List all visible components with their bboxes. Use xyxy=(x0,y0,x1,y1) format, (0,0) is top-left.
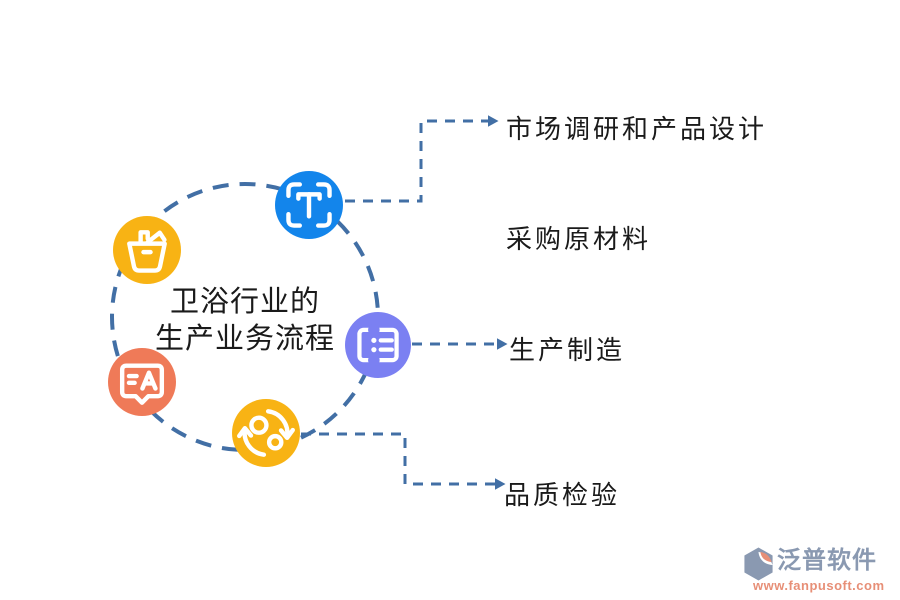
watermark: 泛普软件 www.fanpusoft.com xyxy=(742,546,900,593)
diagram-title-line2: 生产业务流程 xyxy=(154,323,335,355)
connector-market-research xyxy=(345,119,488,203)
watermark-url: www.fanpusoft.com xyxy=(753,578,885,593)
node-procurement xyxy=(113,216,181,284)
logo-hexagon xyxy=(744,547,773,581)
label-production-manufacturing: 生产制造 xyxy=(509,336,626,365)
scan-text-icon xyxy=(286,182,332,228)
logo-leaf xyxy=(760,551,772,563)
connector-group xyxy=(301,115,508,490)
ticket-dot xyxy=(371,347,377,353)
label-market-research: 市场调研和产品设计 xyxy=(506,115,768,144)
label-purchase-raw-materials: 采购原材料 xyxy=(506,225,652,254)
watermark-brand: 泛普软件 xyxy=(777,547,877,574)
arrowhead-market-research xyxy=(488,115,499,127)
chat-translate-icon xyxy=(119,363,165,405)
fanpu-logo-icon xyxy=(744,547,773,581)
diagram-title-line1: 卫浴行业的 xyxy=(169,286,320,318)
node-circle xyxy=(108,348,176,416)
node-production xyxy=(345,312,411,378)
arrowhead-production xyxy=(497,338,508,350)
node-circle xyxy=(232,399,300,467)
node-market-research xyxy=(275,171,343,239)
arrowhead-quality xyxy=(495,478,506,490)
diagram-title: 卫浴行业的 生产业务流程 xyxy=(95,284,395,358)
ticket-notch-top xyxy=(368,324,380,336)
shopping-basket-icon xyxy=(127,230,167,273)
sync-cycle-icon xyxy=(237,409,295,457)
label-quality-inspection: 品质检验 xyxy=(504,481,621,510)
node-feedback xyxy=(108,348,176,416)
ticket-dot xyxy=(371,337,377,343)
connector-quality xyxy=(301,432,495,486)
node-quality xyxy=(232,399,300,467)
ticket-notch-bottom xyxy=(368,354,380,366)
